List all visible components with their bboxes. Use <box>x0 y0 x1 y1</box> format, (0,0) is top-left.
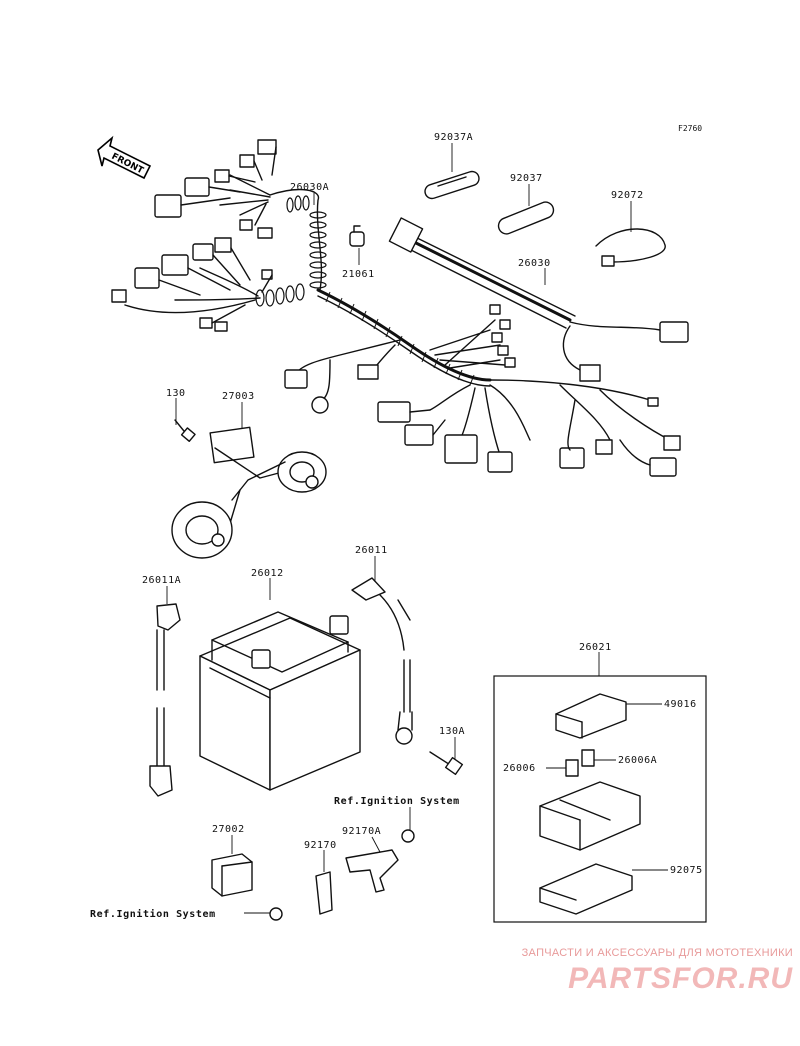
figure-code: F2760 <box>678 124 702 133</box>
clamp-21061 <box>349 225 365 247</box>
label-26006A: 26006A <box>618 755 657 766</box>
label-26011A: 26011A <box>142 575 181 586</box>
cover-92075 <box>539 863 633 915</box>
label-26021: 26021 <box>579 642 612 653</box>
label-26006: 26006 <box>503 763 536 774</box>
label-27002: 27002 <box>212 824 245 835</box>
junction-cover-49016 <box>555 693 627 739</box>
relay-27002 <box>211 853 253 897</box>
label-26030A: 26030A <box>290 182 329 193</box>
band-92037A <box>424 170 480 200</box>
battery-26012 <box>199 611 361 791</box>
label-49016: 49016 <box>664 699 697 710</box>
battery-cable-26011A <box>149 603 181 797</box>
ref-ignition-lower: Ref.Ignition System <box>90 908 216 920</box>
main-wiring-harness <box>111 139 689 477</box>
band-92037 <box>497 201 555 235</box>
ref-ignition-upper: Ref.Ignition System <box>334 795 460 807</box>
label-27003: 27003 <box>222 391 255 402</box>
label-92037A: 92037A <box>434 132 473 143</box>
label-92072: 92072 <box>611 190 644 201</box>
watermark-logo: PARTSFOR.RU <box>568 962 793 995</box>
label-21061: 21061 <box>342 269 375 280</box>
label-92037: 92037 <box>510 173 543 184</box>
bracket-92170 <box>269 871 333 921</box>
label-92170A: 92170A <box>342 826 381 837</box>
label-26012: 26012 <box>251 568 284 579</box>
label-130A: 130A <box>439 726 465 737</box>
cable-tie-92072 <box>595 228 666 267</box>
label-92170: 92170 <box>304 840 337 851</box>
horn-27003 <box>171 426 327 559</box>
junction-box-26021 <box>539 781 641 851</box>
bolt-130 <box>174 419 196 442</box>
fuses-26006 <box>565 749 595 777</box>
bracket-92170A <box>345 829 415 893</box>
front-arrow: FRONT <box>97 135 152 180</box>
junction-box-group <box>493 675 707 923</box>
leader-lines <box>166 143 668 914</box>
label-92075: 92075 <box>670 865 703 876</box>
battery-cable-26011 <box>351 577 413 745</box>
label-26030: 26030 <box>518 258 551 269</box>
label-130: 130 <box>166 388 186 399</box>
label-26011: 26011 <box>355 545 388 556</box>
bolt-130A <box>429 751 464 776</box>
watermark-tagline: ЗАПЧАСТИ И АКСЕССУАРЫ ДЛЯ МОТОТЕХНИКИ <box>521 947 793 959</box>
